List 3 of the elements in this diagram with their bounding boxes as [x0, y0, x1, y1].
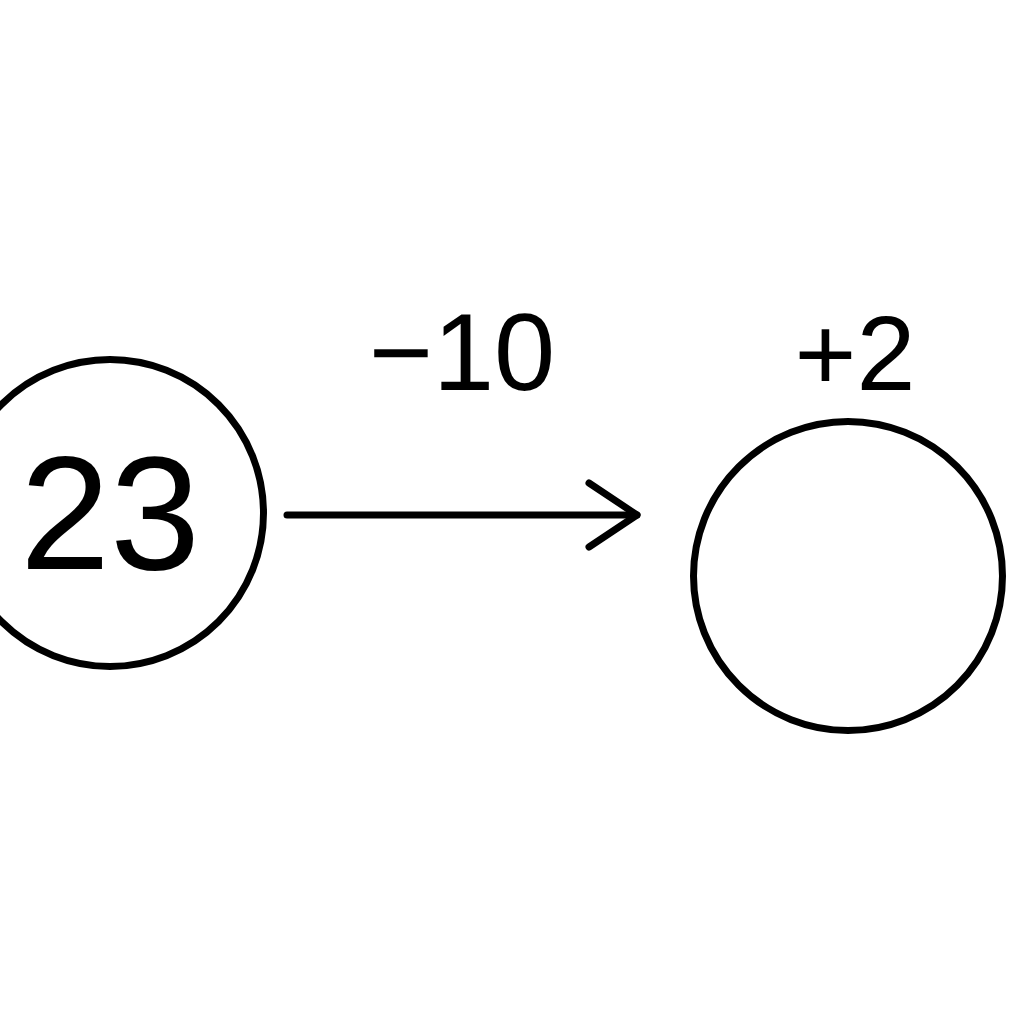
arrow	[283, 479, 641, 551]
node-number: 23	[19, 432, 201, 594]
node-annotation: +2	[794, 300, 916, 406]
